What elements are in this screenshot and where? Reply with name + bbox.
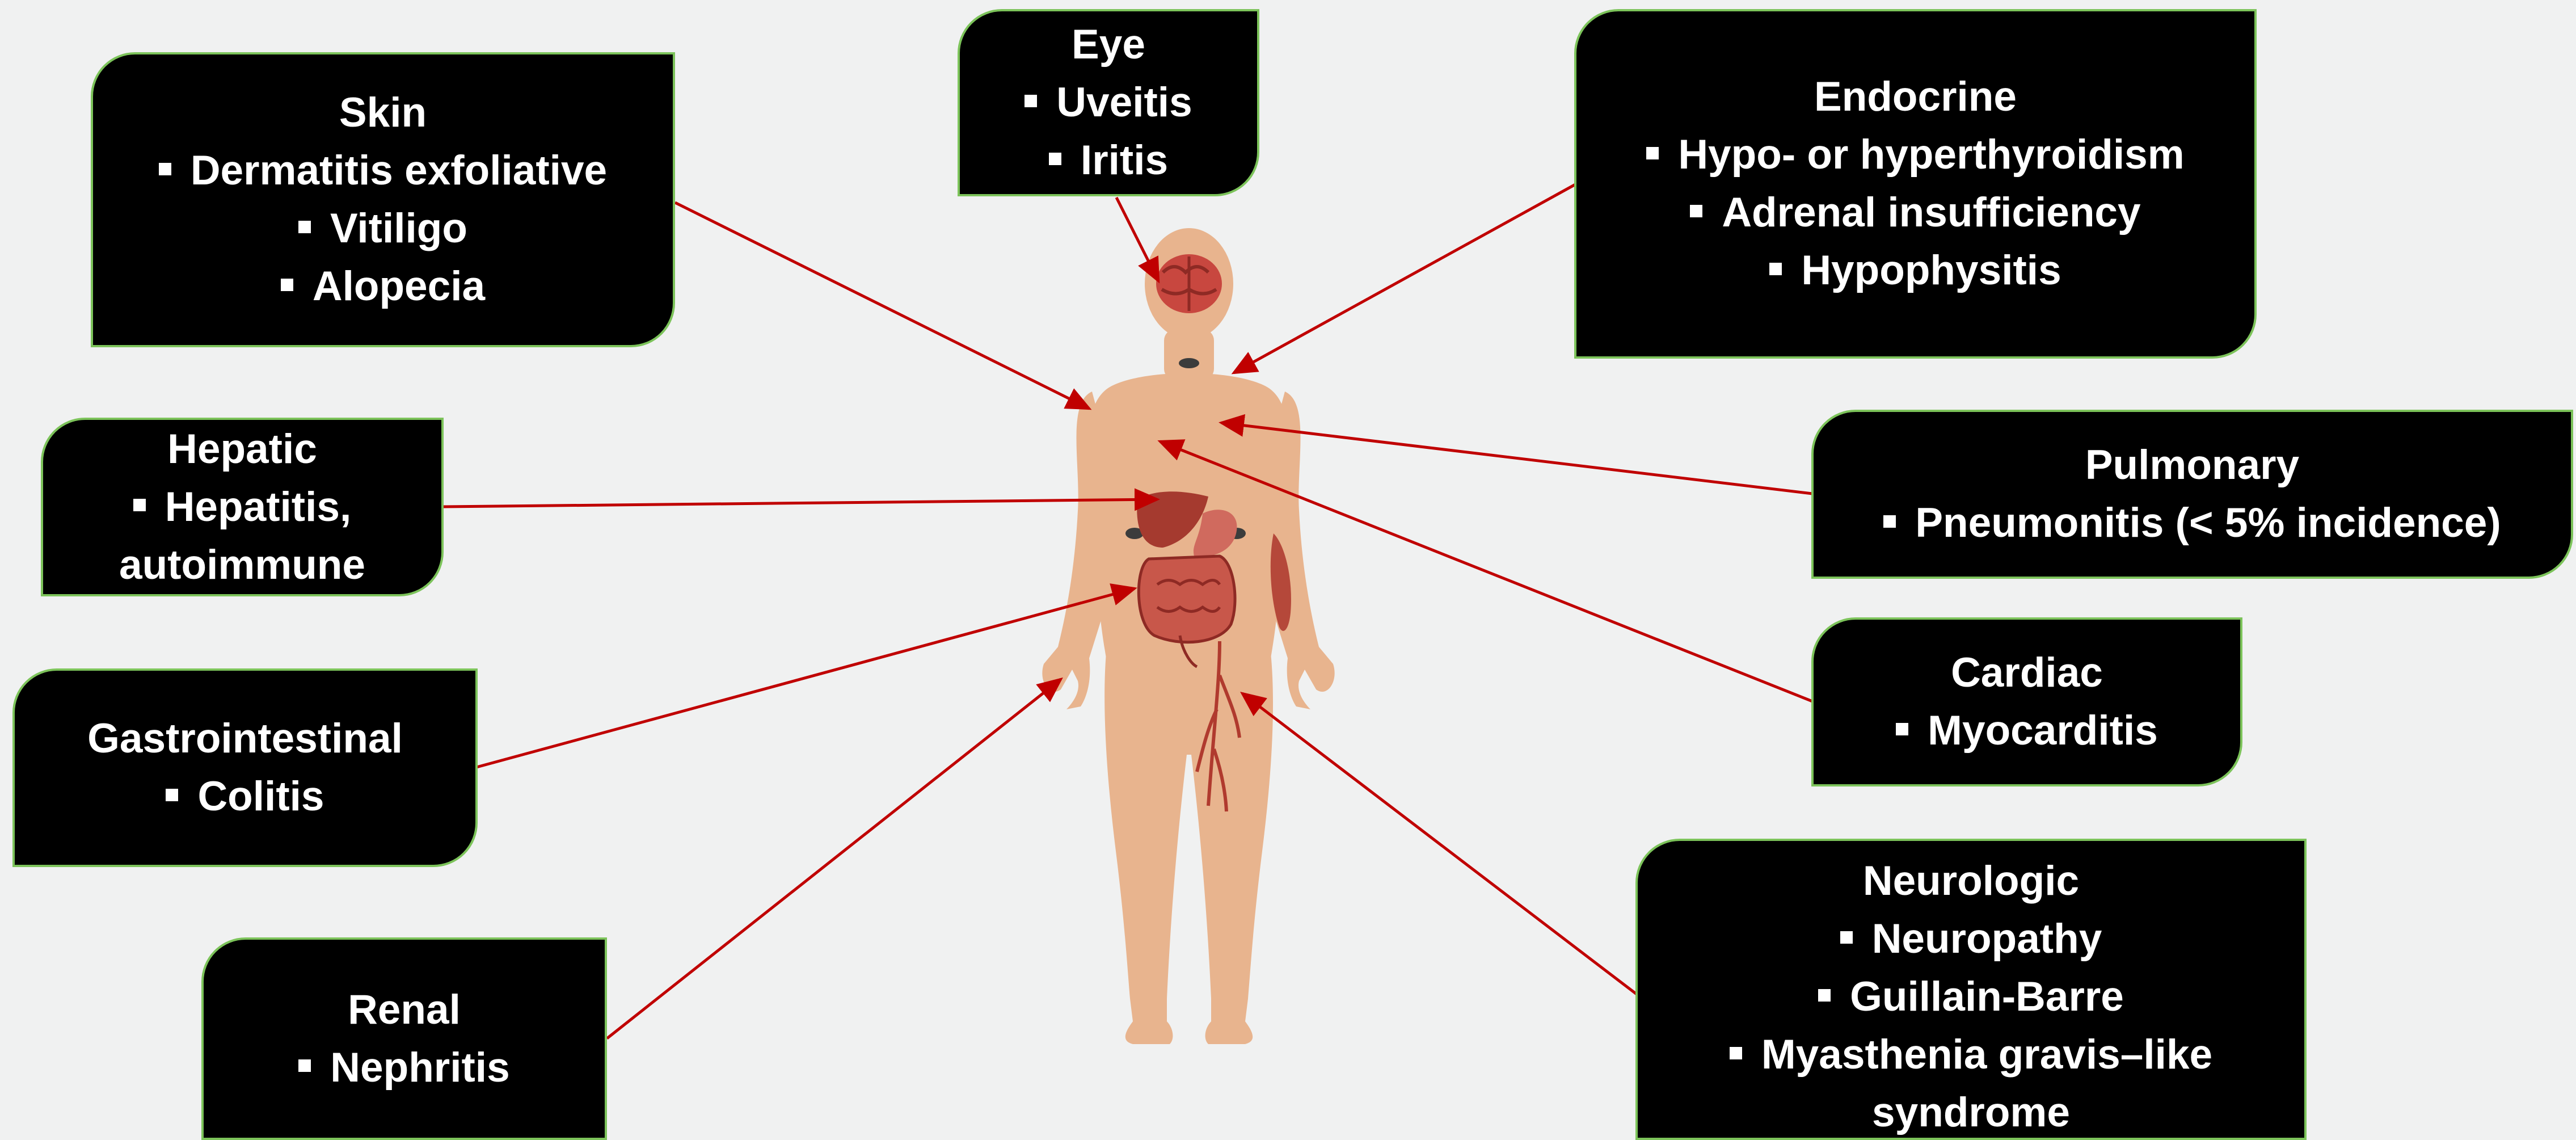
neurologic-box: Neurologic Neuropathy Guillain-Barre Mya… (1635, 839, 2307, 1140)
list-item: Vitiligo (159, 200, 607, 258)
cardiac-title: Cardiac (1951, 644, 2103, 702)
bullet-icon (281, 279, 293, 291)
skin-title: Skin (339, 84, 427, 142)
list-item: Hypo- or hyperthyroidism (1646, 126, 2184, 184)
cardiac-box: Cardiac Myocarditis (1811, 617, 2242, 786)
arrow-eye (1116, 197, 1158, 281)
list-item: Alopecia (159, 258, 607, 316)
arrow-neurologic (1242, 693, 1637, 994)
bullet-icon (1818, 989, 1831, 1002)
brain-icon (1156, 254, 1222, 313)
list-item: Myocarditis (1896, 702, 2158, 760)
bullet-icon (1840, 931, 1853, 944)
pulmonary-list: Pneumonitis (< 5% incidence) (1883, 494, 2501, 552)
bullet-icon (298, 1059, 311, 1072)
skin-box: Skin Dermatitis exfoliative Vitiligo Alo… (91, 52, 675, 347)
hepatic-title: Hepatic (167, 420, 317, 478)
bullet-icon (1730, 1047, 1742, 1059)
bullet-icon (1646, 147, 1659, 159)
eye-title: Eye (1072, 16, 1145, 74)
endocrine-title: Endocrine (1814, 68, 2017, 126)
arrow-hepatic (442, 499, 1157, 507)
skin-list: Dermatitis exfoliative Vitiligo Alopecia (159, 142, 607, 316)
list-item: Hypophysitis (1646, 242, 2184, 300)
arrow-gastrointestinal (477, 588, 1135, 767)
list-item: Dermatitis exfoliative (159, 142, 607, 200)
list-item: Colitis (166, 768, 324, 826)
pulmonary-title: Pulmonary (2085, 436, 2299, 494)
arrow-pulmonary (1221, 423, 1812, 494)
bullet-icon (1690, 205, 1702, 217)
pulmonary-box: Pulmonary Pneumonitis (< 5% incidence) (1811, 410, 2573, 579)
neurologic-title: Neurologic (1863, 852, 2079, 910)
renal-list: Nephritis (298, 1039, 509, 1097)
cardiac-list: Myocarditis (1896, 702, 2158, 760)
list-item: Nephritis (298, 1039, 509, 1097)
list-item: Adrenal insufficiency (1646, 184, 2184, 242)
arrow-endocrine (1234, 184, 1575, 373)
list-item: Myasthenia gravis–like syndrome (1673, 1026, 2269, 1140)
bullet-icon (1896, 723, 1908, 735)
hepatic-box: Hepatic Hepatitis, autoimmune (41, 418, 444, 596)
list-item: Guillain-Barre (1673, 968, 2269, 1026)
list-item: Hepatitis, autoimmune (83, 478, 401, 594)
eye-list: Uveitis Iritis (1025, 74, 1192, 190)
list-item: Uveitis (1025, 74, 1192, 132)
bullet-icon (159, 163, 171, 175)
neurologic-list: Neuropathy Guillain-Barre Myasthenia gra… (1673, 910, 2269, 1140)
hepatic-list: Hepatitis, autoimmune (83, 478, 401, 594)
bullet-icon (298, 221, 311, 233)
arrow-skin (675, 203, 1089, 409)
bullet-icon (1769, 263, 1782, 275)
gastrointestinal-list: Colitis (166, 768, 324, 826)
renal-title: Renal (348, 981, 461, 1039)
gastrointestinal-title: Gastrointestinal (87, 710, 403, 768)
endocrine-list: Hypo- or hyperthyroidism Adrenal insuffi… (1646, 126, 2184, 300)
bullet-icon (1025, 95, 1037, 107)
list-item: Iritis (1025, 132, 1192, 190)
endocrine-box: Endocrine Hypo- or hyperthyroidism Adren… (1574, 9, 2257, 359)
bullet-icon (166, 789, 178, 801)
eye-box: Eye Uveitis Iritis (958, 9, 1259, 196)
list-item: Neuropathy (1673, 910, 2269, 968)
renal-box: Renal Nephritis (201, 937, 607, 1140)
arrow-renal (607, 679, 1061, 1038)
bullet-icon (1049, 153, 1061, 165)
gastrointestinal-box: Gastrointestinal Colitis (12, 668, 478, 867)
lymph-node-icon (1179, 358, 1199, 368)
bullet-icon (133, 499, 146, 511)
list-item: Pneumonitis (< 5% incidence) (1883, 494, 2501, 552)
bullet-icon (1883, 515, 1896, 528)
